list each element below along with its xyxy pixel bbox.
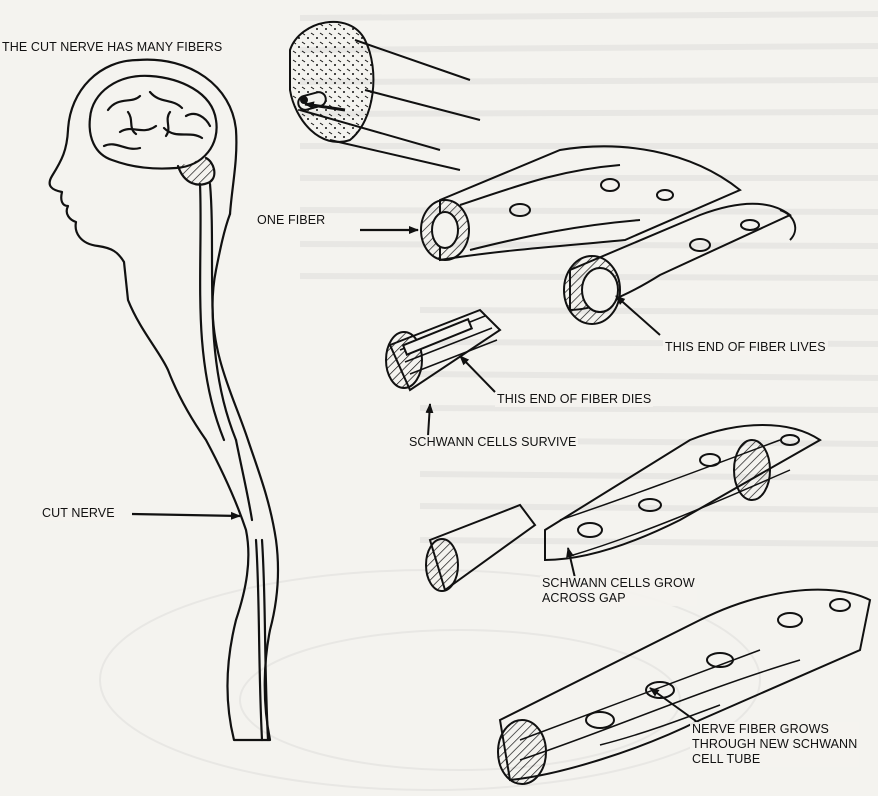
label-schwann-grow-line-2: ACROSS GAP — [542, 591, 695, 606]
label-fiber-grows: NERVE FIBER GROWS THROUGH NEW SCHWANN CE… — [690, 722, 859, 767]
label-cut-nerve-many-fibers: THE CUT NERVE HAS MANY FIBERS — [0, 40, 224, 55]
survive-pointer — [428, 404, 430, 436]
lives-pointer — [616, 296, 660, 335]
cut-nerve-arrow — [132, 514, 240, 516]
dies-pointer — [460, 356, 495, 392]
label-end-lives: THIS END OF FIBER LIVES — [663, 340, 828, 355]
label-fiber-grows-line-1: NERVE FIBER GROWS — [692, 722, 857, 737]
single-fiber-tube — [421, 146, 740, 260]
label-schwann-grow: SCHWANN CELLS GROW ACROSS GAP — [540, 576, 697, 606]
dying-end-segment — [386, 310, 500, 390]
label-cut-nerve: CUT NERVE — [40, 506, 117, 521]
living-end-segment — [564, 204, 795, 324]
label-fiber-grows-line-3: CELL TUBE — [692, 752, 857, 767]
label-end-dies: THIS END OF FIBER DIES — [495, 392, 653, 407]
label-fiber-grows-line-2: THROUGH NEW SCHWANN — [692, 737, 857, 752]
fiber-grows-pointer — [650, 688, 700, 724]
human-figure — [50, 60, 278, 740]
label-schwann-grow-line-1: SCHWANN CELLS GROW — [542, 576, 695, 591]
label-one-fiber: ONE FIBER — [255, 213, 327, 228]
label-schwann-survive: SCHWANN CELLS SURVIVE — [407, 435, 578, 450]
nerve-cross-section — [290, 22, 480, 170]
gap-pointer — [568, 548, 575, 578]
